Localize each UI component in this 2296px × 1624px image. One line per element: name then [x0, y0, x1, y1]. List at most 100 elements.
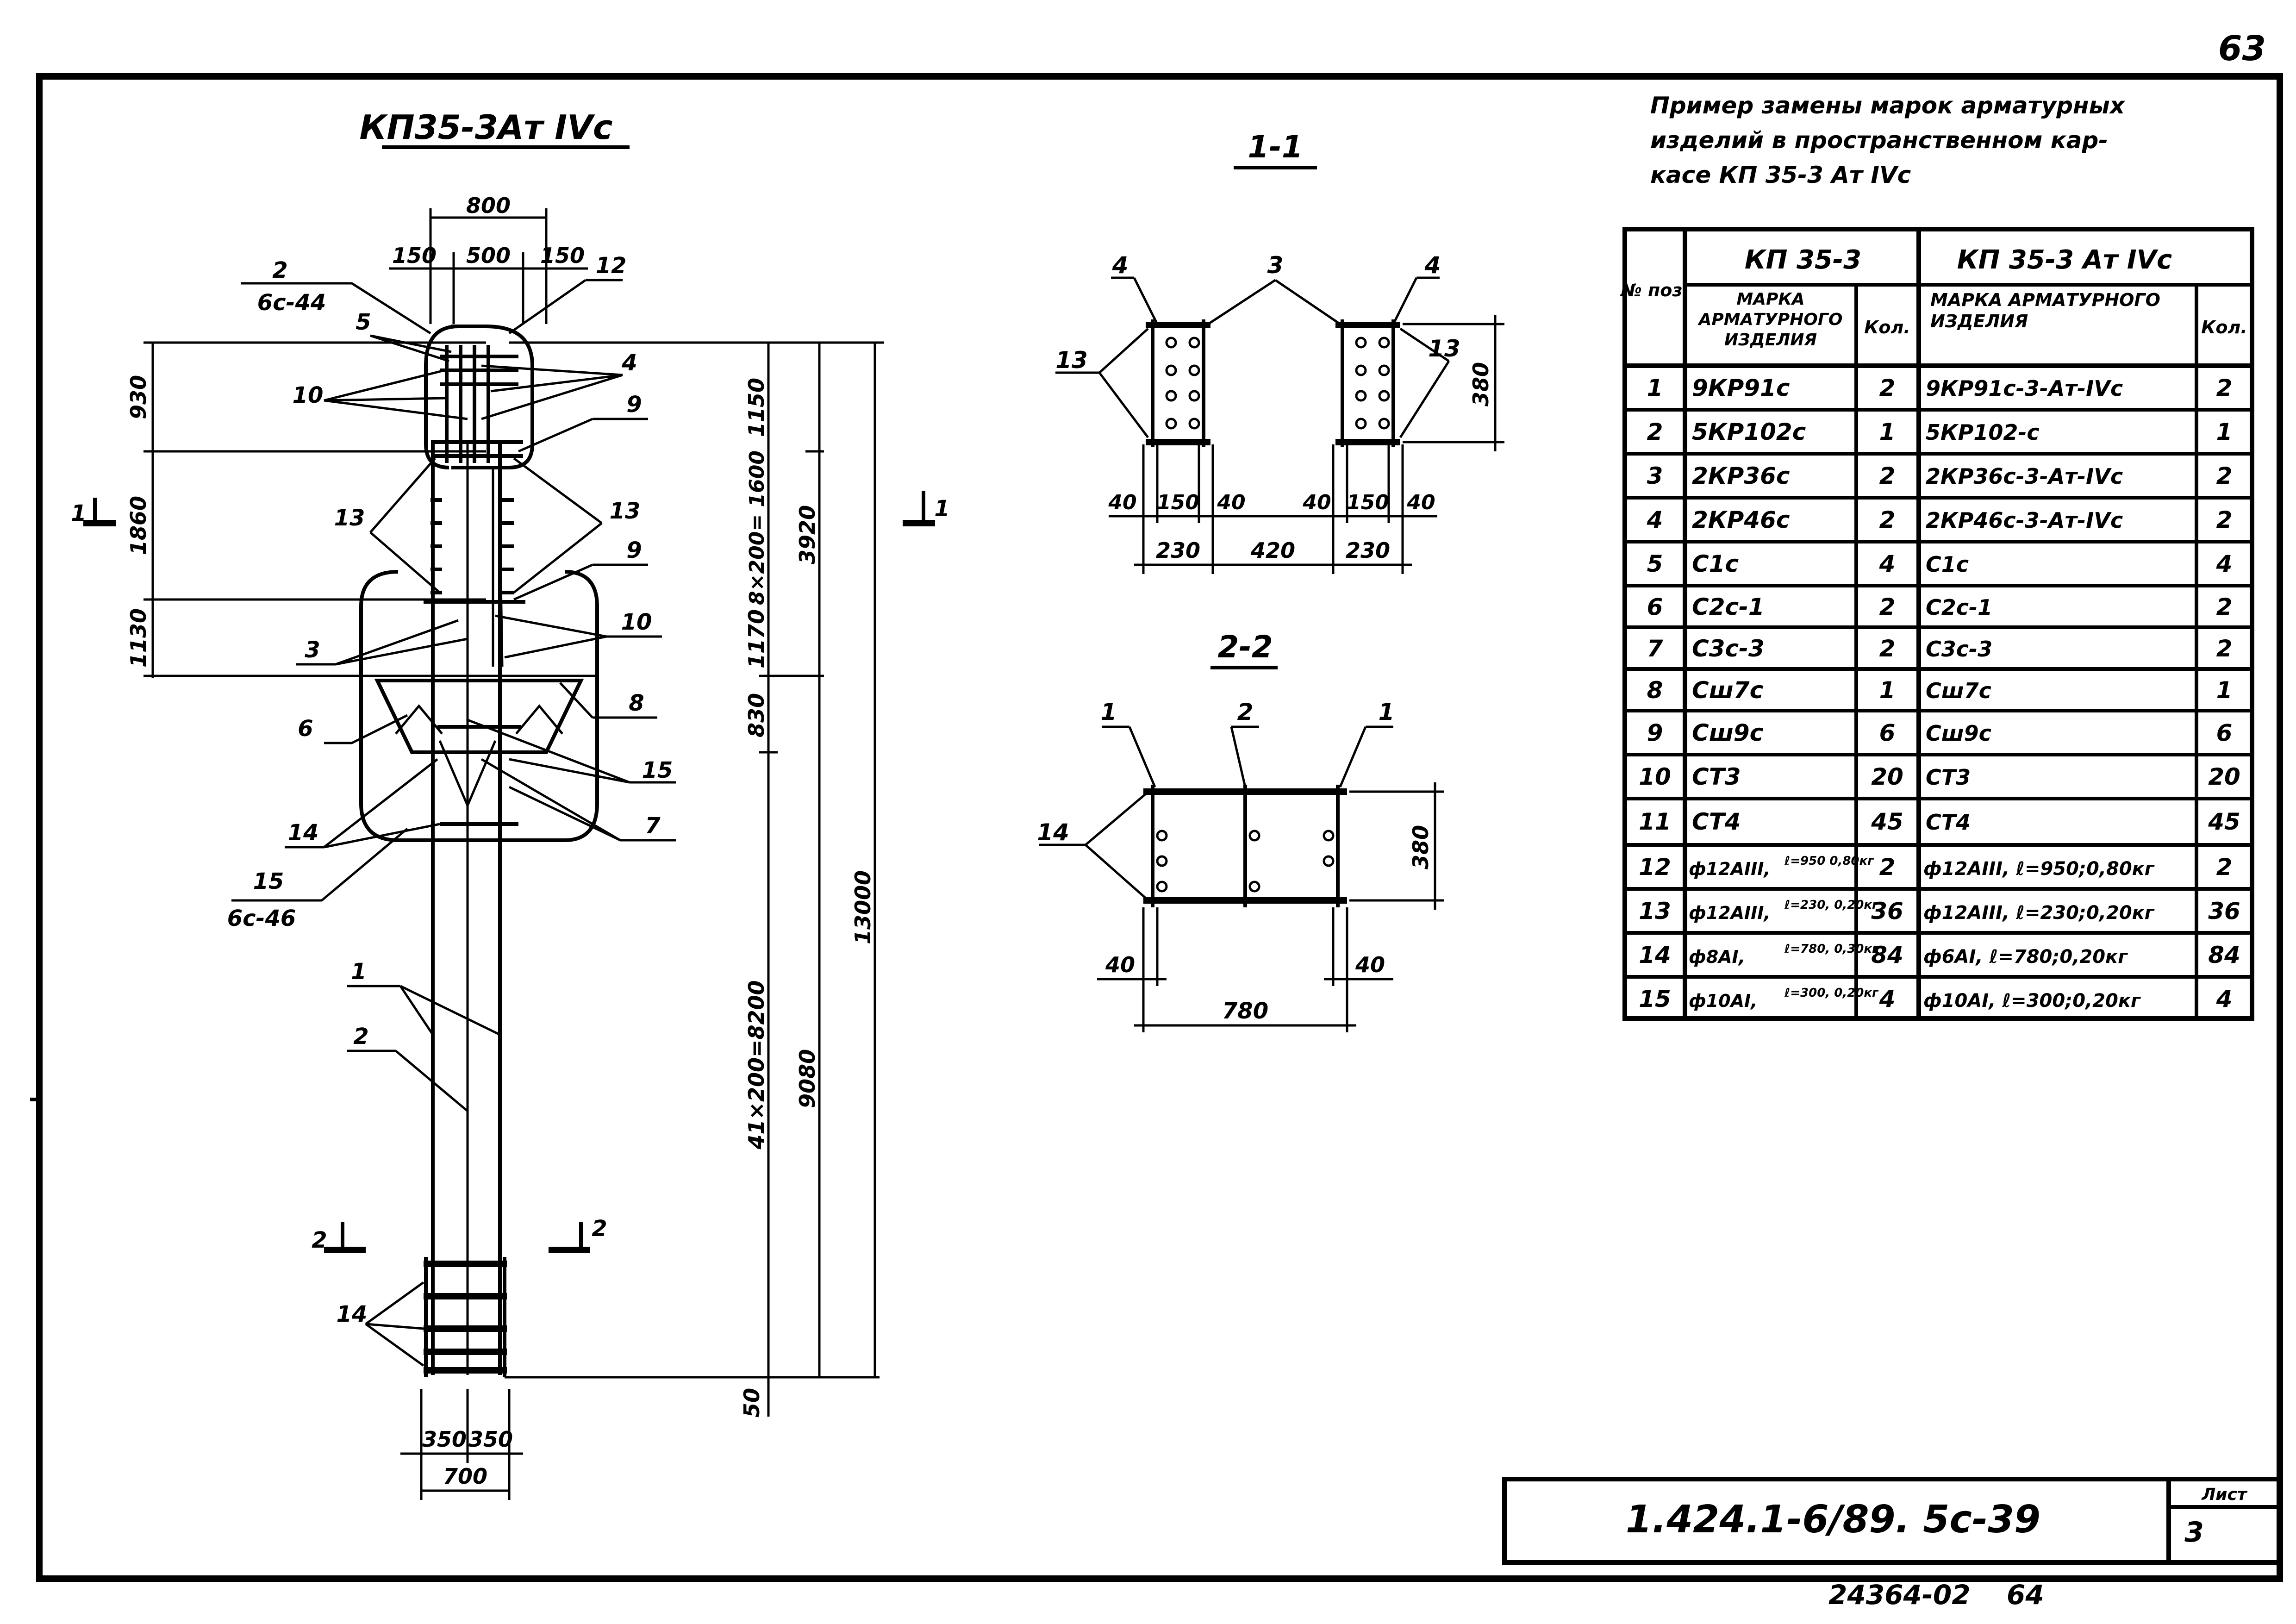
callout-7: 7 — [645, 813, 661, 839]
callout-2-lower: 2 — [353, 1024, 368, 1049]
dim-9080: 9080 — [795, 1049, 820, 1108]
left-dimensions: 930 1860 1130 — [126, 341, 597, 678]
table-row: 14 ф8АI, ℓ=780, 0,30кг 84 ф6АI, ℓ=780;0,… — [1639, 942, 2240, 968]
top-dimensions: 800 150 500 150 — [389, 193, 588, 324]
row-mark-a: ф12АIII, — [1689, 859, 1771, 879]
table-row: 13 ф12АIII, ℓ=230, 0,20кг 36 ф12АIII, ℓ=… — [1639, 898, 2240, 924]
dim-1860: 1860 — [126, 496, 151, 555]
th-mark-b: Марка арматурного изделия — [1930, 290, 2160, 331]
row-qty-a: 4 — [1879, 986, 1896, 1012]
row-qty-b: 20 — [2208, 763, 2240, 790]
table-row: 1 9КР91с 2 9КР91с-3-Ат-IVс 2 — [1647, 375, 2233, 401]
section-1-dim-40-b: 40 — [1217, 491, 1245, 514]
row-qty-a: 2 — [1879, 635, 1896, 662]
section-1-dim-420: 420 — [1250, 538, 1295, 563]
row-mark-b: ф12АIII, ℓ=950;0,80кг — [1923, 858, 2155, 880]
footer-page: 64 — [2007, 1579, 2044, 1611]
row-qty-a: 1 — [1879, 677, 1896, 704]
callout-1: 1 — [351, 959, 366, 985]
row-qty-b: 4 — [2216, 550, 2233, 577]
row-pos: 3 — [1647, 462, 1663, 489]
row-mark-a: ф8АI, — [1689, 947, 1745, 967]
note-line-1: Пример замены марок арматурных — [1650, 92, 2126, 119]
section-1-label-4-right: 4 — [1424, 252, 1441, 279]
page-number: 63 — [2218, 29, 2266, 69]
section-mark-2-left: 2 — [312, 1227, 327, 1253]
callout-6c44: 6с-44 — [257, 290, 326, 316]
row-qty-b: 2 — [2216, 375, 2233, 401]
table-row: 12 ф12АIII, ℓ=950 0,80кг 2 ф12АIII, ℓ=95… — [1639, 854, 2232, 881]
row-mark-b: Сш9с — [1926, 721, 1991, 746]
dim-930: 930 — [126, 375, 151, 419]
row-mark-a: С2с-1 — [1692, 593, 1765, 620]
row-mark-a: 9КР91с — [1692, 375, 1790, 401]
row-qty-a: 45 — [1871, 808, 1903, 835]
title-block: 1.424.1-6/89. 5с-39 Лист 3 — [1502, 1477, 2282, 1565]
section-1-label-4-left: 4 — [1112, 252, 1129, 279]
section-2-title: 2-2 — [1217, 629, 1273, 665]
row-mark-b: С2с-1 — [1926, 595, 1992, 620]
callout-13-left: 13 — [334, 505, 365, 531]
document-code: 1.424.1-6/89. 5с-39 — [1626, 1498, 2040, 1542]
row-mark-a: ф12АIII, — [1689, 903, 1771, 923]
row-qty-b: 36 — [2208, 898, 2240, 924]
callout-8: 8 — [629, 690, 644, 716]
section-mark-1-left: 1 — [71, 500, 86, 526]
callout-14-bottom: 14 — [337, 1301, 368, 1327]
th-pos: № поз. — [1620, 280, 1689, 300]
note-line-3: касе КП 35-3 Ат IVс — [1650, 162, 1911, 188]
row-qty-b: 2 — [2216, 635, 2233, 662]
table-row: 15 ф10АI, ℓ=300, 0,20кг 4 ф10АI, ℓ=300;0… — [1639, 986, 2232, 1012]
row-pos: 7 — [1647, 635, 1663, 662]
row-qty-a: 36 — [1871, 898, 1903, 924]
section-2-label-1-left: 1 — [1101, 699, 1117, 725]
dim-50: 50 — [739, 1388, 764, 1418]
table-row: 11 СТ4 45 СТ4 45 — [1639, 808, 2240, 835]
archive-number: 24364-02 — [1828, 1579, 1971, 1611]
row-mark-a: ф10АI, — [1689, 991, 1758, 1011]
row-qty-a: 4 — [1879, 550, 1896, 577]
row-pos: 6 — [1647, 593, 1663, 620]
section-1-label-13-left: 13 — [1055, 347, 1088, 374]
row-mark-a: Сш9с — [1692, 719, 1764, 746]
row-qty-a: 2 — [1879, 462, 1896, 489]
row-mark-b: ф12АIII, ℓ=230;0,20кг — [1923, 902, 2155, 924]
bottom-dimensions: 350 350 700 — [400, 1389, 523, 1500]
section-2-2: 2-2 1 2 1 14 380 40 40 — [1037, 629, 1444, 1032]
section-2-label-14: 14 — [1037, 819, 1069, 846]
row-mark-b: ф10АI, ℓ=300;0,20кг — [1923, 990, 2141, 1012]
callout-6: 6 — [298, 716, 313, 742]
sheet-frame — [36, 73, 2283, 1582]
right-dimensions: 1150 8×200= 1600 1170 830 41×200=8200 50… — [505, 341, 884, 1418]
table-row: 9 Сш9с 6 Сш9с 6 — [1647, 719, 2233, 746]
table-row: 7 С3с-3 2 С3с-3 2 — [1647, 635, 2233, 662]
row-mark-b: С3с-3 — [1926, 637, 1992, 662]
section-2-label-1-right: 1 — [1379, 699, 1395, 725]
table-row: 5 С1с 4 С1с 4 — [1647, 550, 2233, 577]
row-qty-a: 20 — [1871, 763, 1903, 790]
th-mark-a: Марка арматурного изделия — [1698, 290, 1843, 350]
table-row: 3 2КР36с 2 2КР36с-3-Ат-IVс 2 — [1647, 462, 2233, 489]
table-row: 8 Сш7с 1 Сш7с 1 — [1647, 677, 2233, 704]
row-qty-a: 2 — [1879, 506, 1896, 533]
row-qty-b: 45 — [2208, 808, 2240, 835]
callout-4: 4 — [621, 350, 637, 376]
row-qty-b: 1 — [2216, 418, 2233, 445]
row-qty-a: 1 — [1879, 418, 1896, 445]
head-bars — [433, 345, 523, 463]
note-line-2: изделий в пространственном кар- — [1650, 127, 2108, 154]
th-group-a: КП 35-3 — [1745, 245, 1861, 275]
callout-15-right: 15 — [642, 757, 673, 783]
row-mark-a-detail: ℓ=300, 0,20кг — [1784, 986, 1879, 1000]
dim-3920: 3920 — [795, 505, 820, 564]
section-2-dim-40-right: 40 — [1355, 952, 1385, 977]
row-mark-b: ф6АI, ℓ=780;0,20кг — [1923, 946, 2128, 968]
section-1-dim-40-a: 40 — [1108, 491, 1136, 514]
dim-1150: 1150 — [744, 378, 769, 437]
dim-500: 500 — [466, 243, 511, 268]
row-mark-a: 5КР102с — [1692, 418, 1806, 445]
callout-14-top: 14 — [288, 820, 319, 846]
row-pos: 12 — [1639, 854, 1671, 881]
row-mark-a: СТ3 — [1692, 763, 1741, 790]
row-mark-a-detail: ℓ=950 0,80кг — [1784, 854, 1874, 868]
